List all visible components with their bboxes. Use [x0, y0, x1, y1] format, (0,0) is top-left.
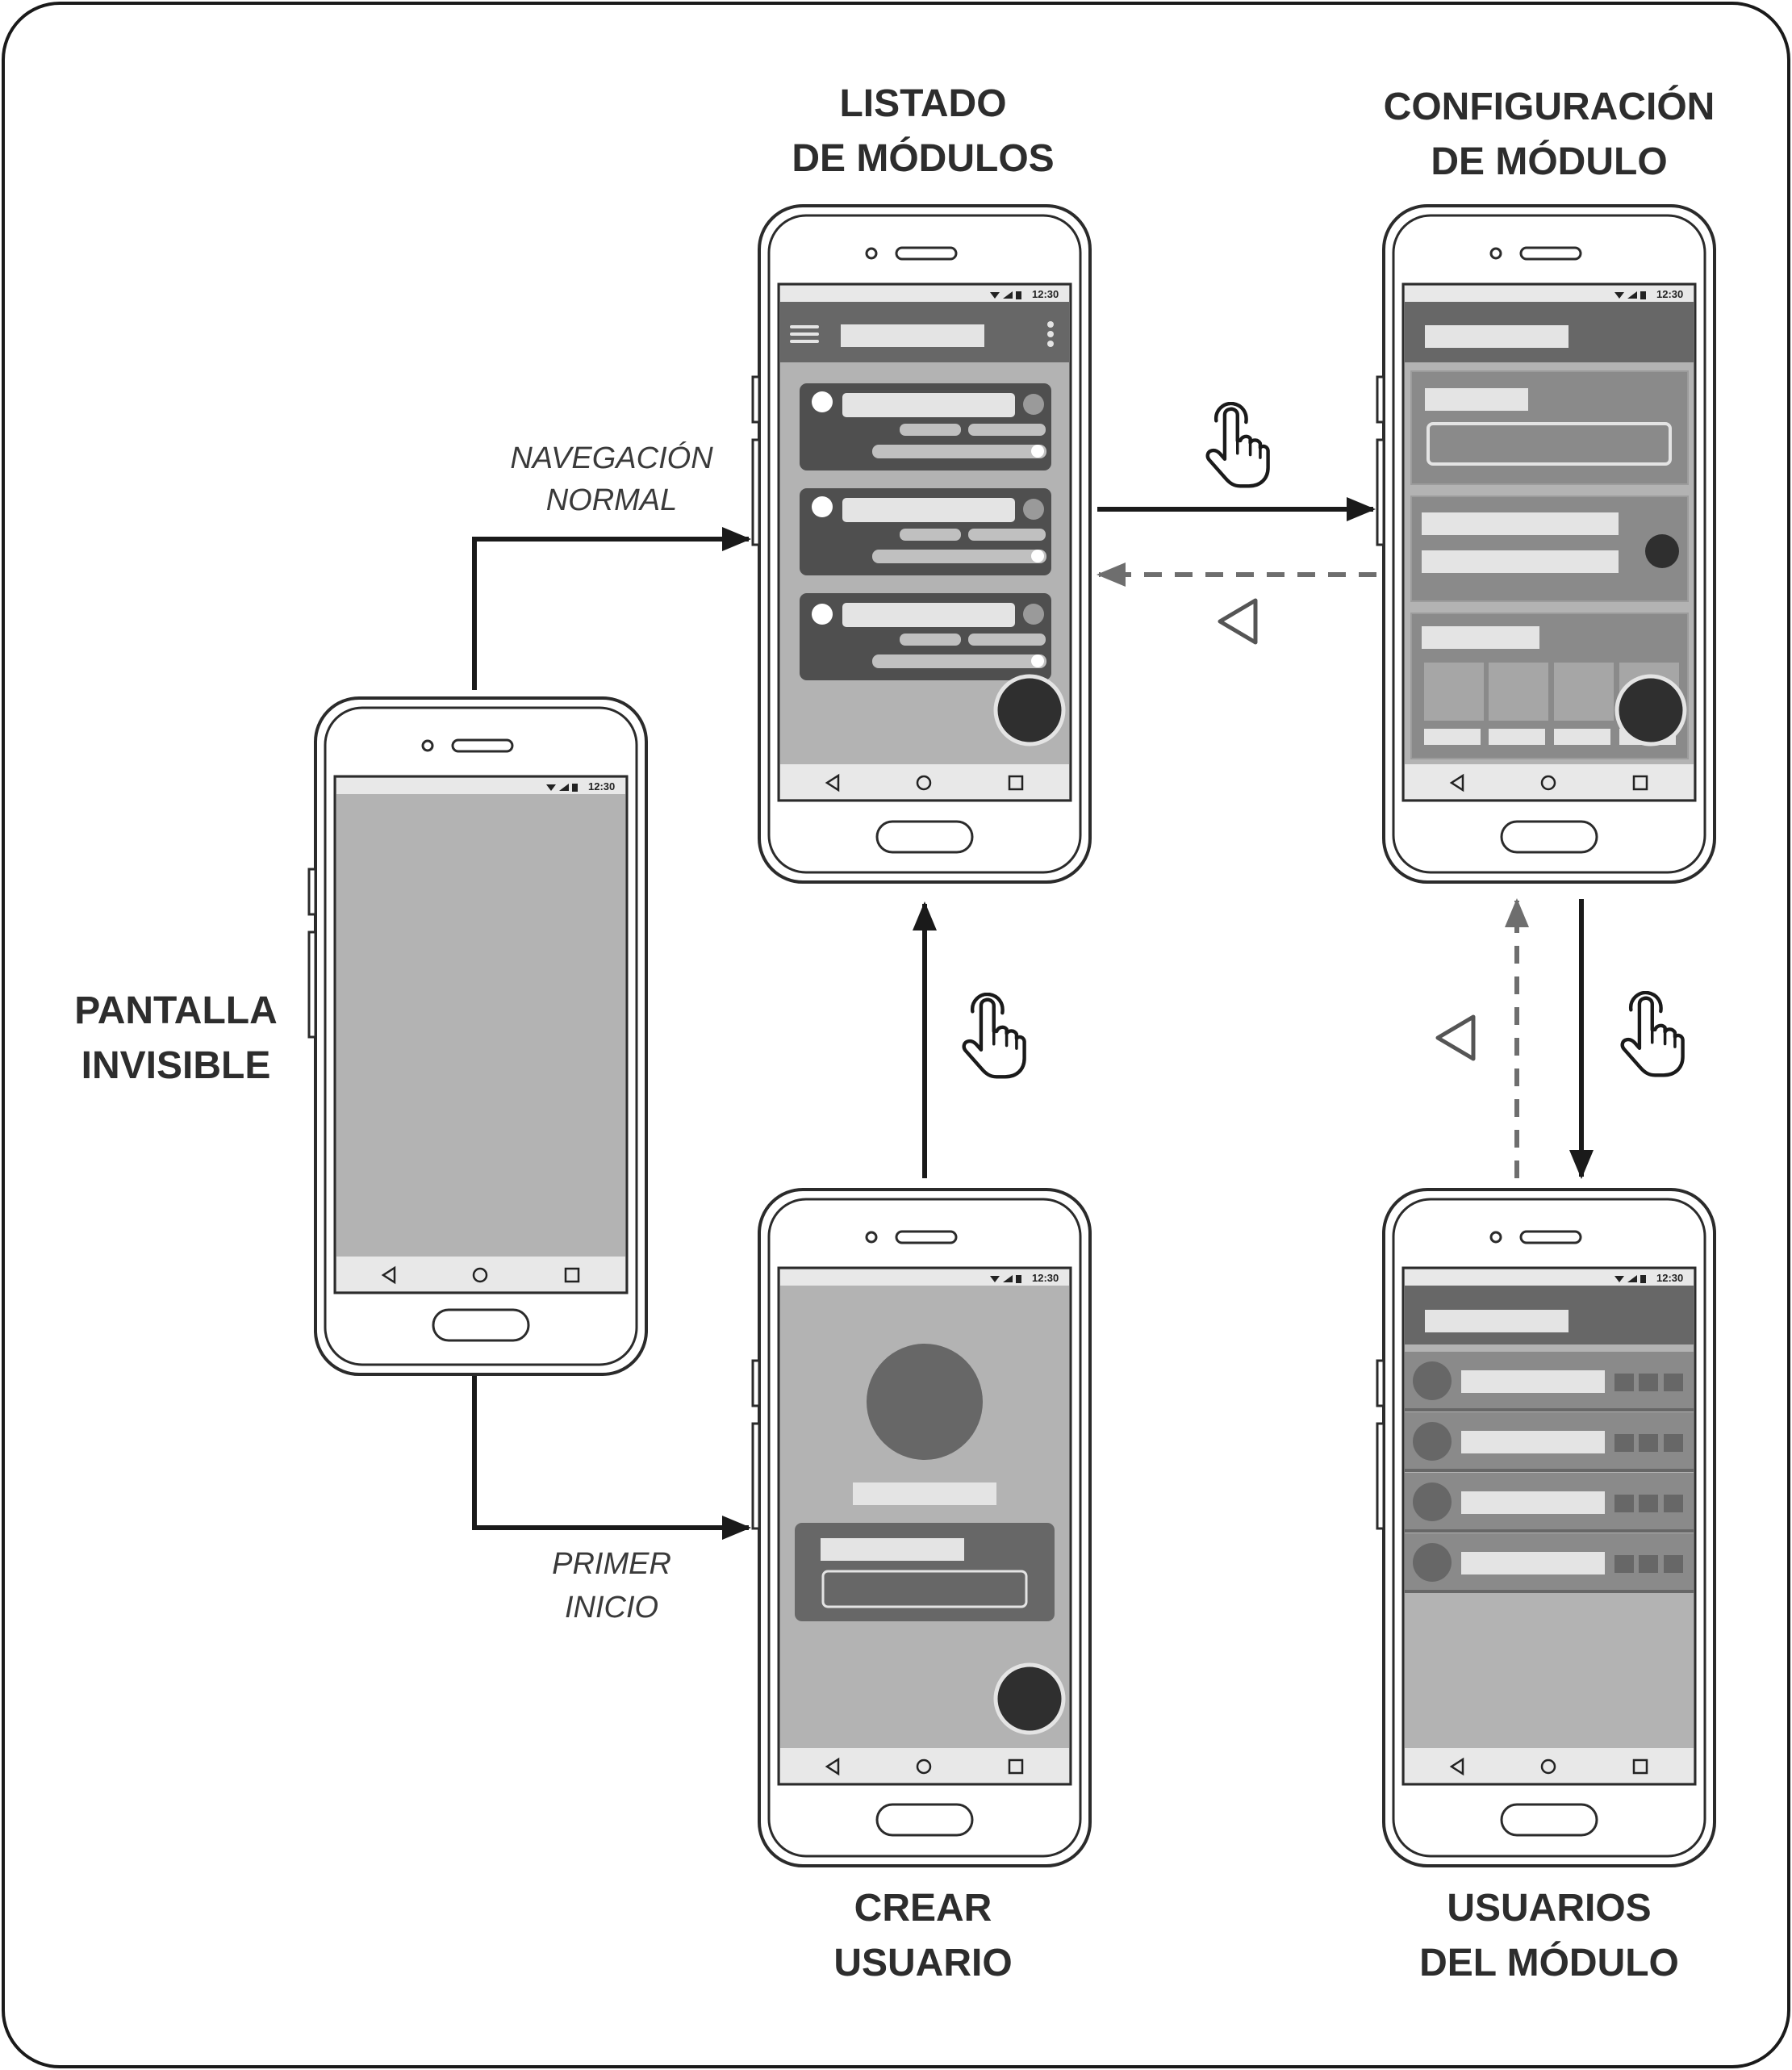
title-crear-usuario: CREAR USUARIO [833, 1887, 1012, 1984]
svg-text:USUARIOS: USUARIOS [1447, 1887, 1651, 1930]
svg-text:INVISIBLE: INVISIBLE [81, 1044, 271, 1087]
title-configuracion-modulo: CONFIGURACIÓN DE MÓDULO [1384, 84, 1715, 183]
menu-icon[interactable] [790, 325, 819, 328]
username-field[interactable] [821, 1570, 1028, 1608]
fab-button[interactable] [1614, 674, 1687, 746]
svg-text:DE MÓDULO: DE MÓDULO [1431, 139, 1667, 183]
module-card[interactable] [800, 593, 1051, 680]
label-primer-inicio: PRIMER INICIO [552, 1547, 671, 1625]
svg-text:INICIO: INICIO [565, 1591, 658, 1625]
status-time: 12:30 [1032, 1272, 1059, 1284]
svg-text:NORMAL: NORMAL [546, 483, 678, 517]
svg-text:DEL MÓDULO: DEL MÓDULO [1419, 1940, 1679, 1984]
label-navegacion-normal: NAVEGACIÓN NORMAL [510, 441, 713, 517]
list-item[interactable] [1405, 1473, 1694, 1533]
svg-text:NAVEGACIÓN: NAVEGACIÓN [510, 441, 713, 475]
phone-pantalla-invisible: 12:30 [307, 696, 648, 1376]
fab-button[interactable] [993, 674, 1066, 746]
list-item[interactable] [1405, 1533, 1694, 1593]
phone-crear-usuario: 12:30 [751, 1188, 1092, 1867]
title-listado-modulos: LISTADO DE MÓDULOS [792, 82, 1054, 180]
arrow-to-crear-usuario [472, 1374, 751, 1540]
overflow-menu-icon[interactable] [1047, 321, 1054, 328]
svg-text:CREAR: CREAR [854, 1887, 992, 1930]
config-input-field[interactable] [1426, 422, 1672, 466]
list-item[interactable] [1405, 1412, 1694, 1472]
back-triangle-icon [1218, 598, 1258, 645]
svg-text:LISTADO: LISTADO [839, 82, 1006, 125]
status-time: 12:30 [1656, 288, 1683, 300]
phone-screen [333, 775, 629, 1294]
title-usuarios-modulo: USUARIOS DEL MÓDULO [1419, 1887, 1679, 1984]
svg-text:USUARIO: USUARIO [833, 1942, 1012, 1984]
status-time: 12:30 [1656, 1272, 1683, 1284]
phone-listado-modulos: 12:30 [751, 204, 1092, 884]
module-card[interactable] [800, 488, 1051, 575]
arrow-to-listado [472, 527, 751, 690]
avatar[interactable] [867, 1344, 983, 1460]
phone-configuracion-modulo: 12:30 [1376, 204, 1716, 884]
list-item[interactable] [1405, 1352, 1694, 1411]
svg-text:PANTALLA: PANTALLA [74, 989, 278, 1032]
fab-button[interactable] [993, 1662, 1066, 1735]
status-time: 12:30 [588, 780, 615, 792]
toggle-control[interactable] [1645, 534, 1679, 568]
module-card[interactable] [800, 383, 1051, 470]
svg-text:DE MÓDULOS: DE MÓDULOS [792, 136, 1054, 180]
status-time: 12:30 [1032, 288, 1059, 300]
back-triangle-icon [1435, 1014, 1476, 1061]
phone-usuarios-modulo: 12:30 [1376, 1188, 1716, 1867]
title-pantalla-invisible: PANTALLA INVISIBLE [74, 989, 278, 1087]
svg-text:CONFIGURACIÓN: CONFIGURACIÓN [1384, 84, 1715, 128]
svg-text:PRIMER: PRIMER [552, 1547, 671, 1581]
